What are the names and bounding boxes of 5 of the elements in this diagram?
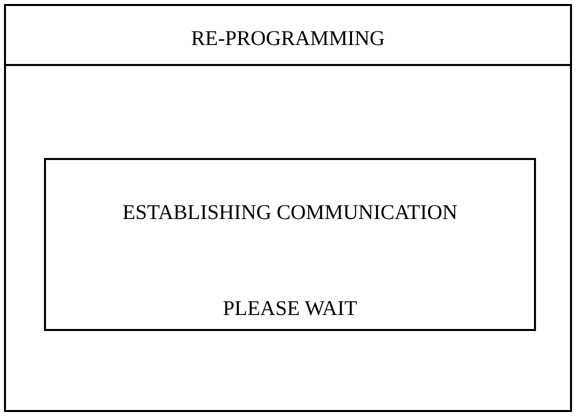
status-message: ESTABLISHING COMMUNICATION [122,200,458,225]
message-box [44,158,536,331]
screen-panel [4,4,572,412]
screen-title: RE-PROGRAMMING [191,26,385,51]
wait-message: PLEASE WAIT [222,296,358,321]
